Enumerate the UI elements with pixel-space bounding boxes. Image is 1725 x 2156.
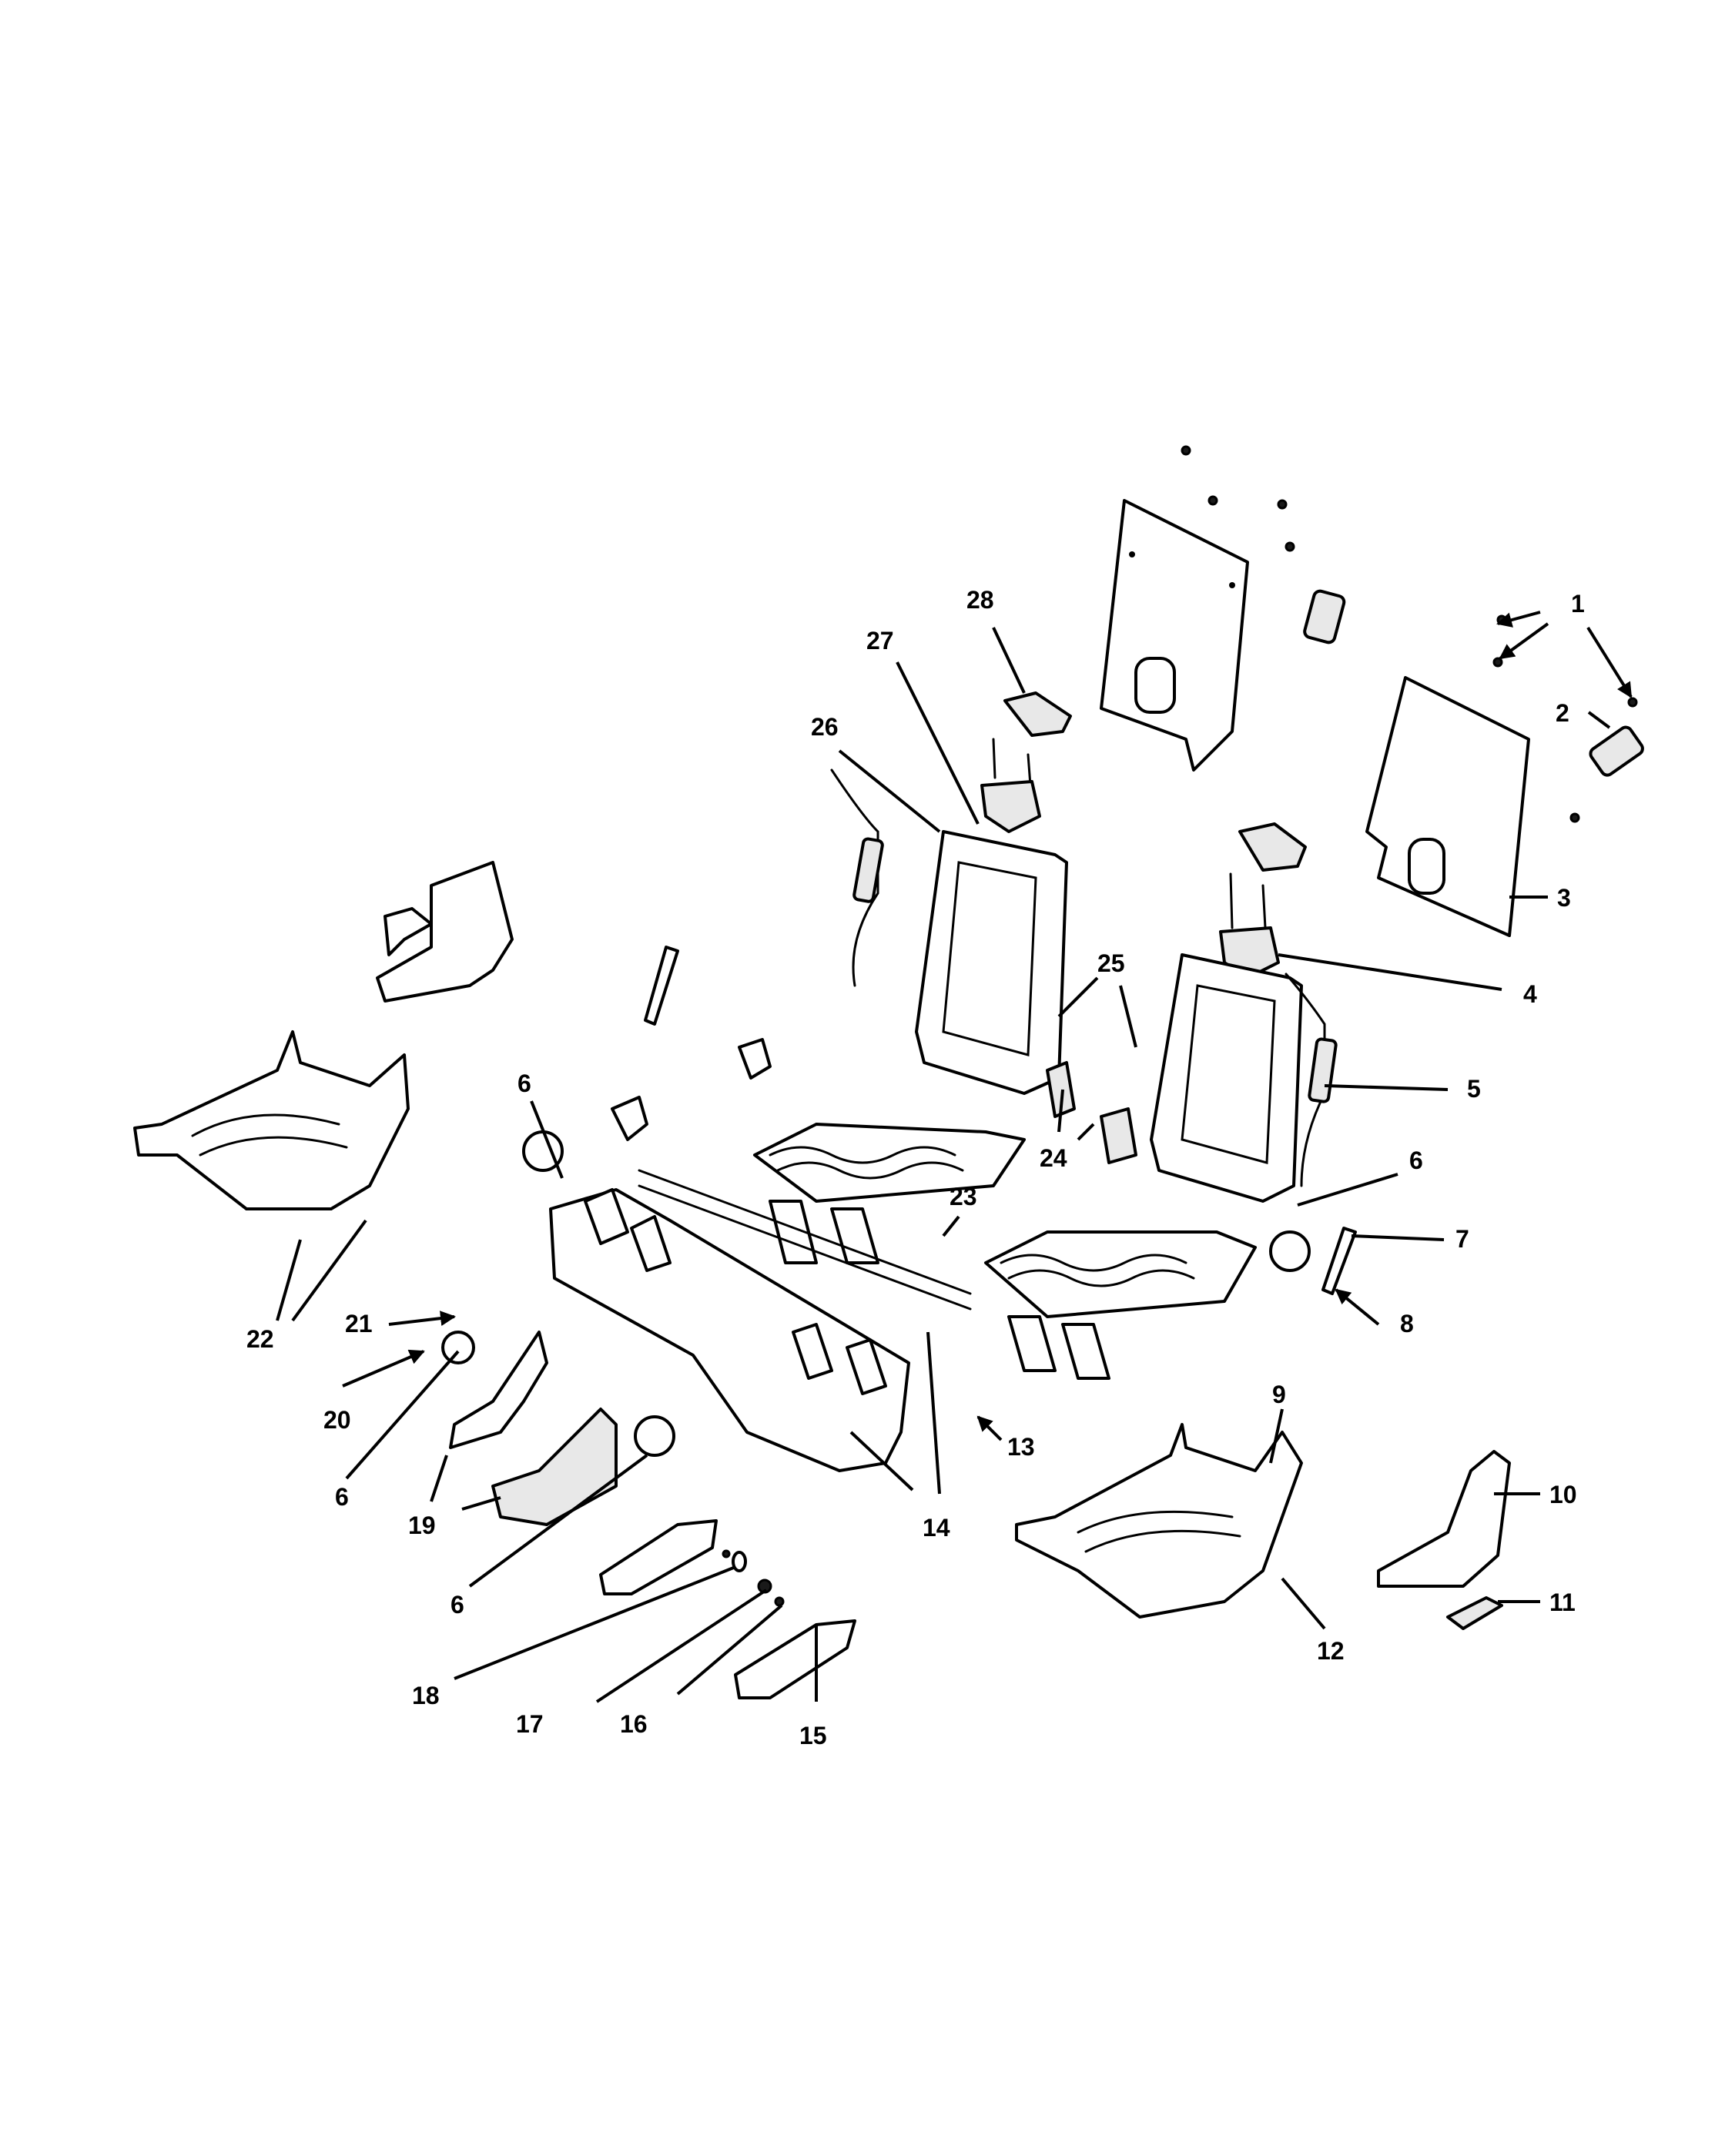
callout-26: 26 <box>811 713 839 741</box>
outboard-trim-shield-left <box>133 1030 410 1210</box>
seat-back-panel-lower <box>1365 676 1530 937</box>
armrest-upper <box>599 1519 718 1595</box>
lever-shroud-left <box>376 861 514 1003</box>
callout-20: 20 <box>323 1406 351 1434</box>
side-cover-left <box>449 1331 618 1526</box>
seat-back-panel-upper <box>1100 499 1249 772</box>
callout-3: 3 <box>1557 884 1571 912</box>
callout-14: 14 <box>923 1514 950 1542</box>
callout-28: 28 <box>966 586 994 614</box>
callout-11: 11 <box>1549 1589 1576 1616</box>
callout-6-lower-left: 6 <box>335 1483 349 1511</box>
latch-assembly-upper <box>980 738 1041 833</box>
armrest-lower <box>734 1619 856 1699</box>
outboard-trim-shield-right <box>1015 1423 1303 1619</box>
callout-24: 24 <box>1040 1144 1067 1172</box>
latch-cover-lower <box>1238 822 1307 872</box>
recliner-handle-right <box>1446 1596 1503 1630</box>
latch-assembly-lower <box>1219 872 1280 979</box>
callout-numbers: 1 2 3 4 5 6 6 6 6 7 8 9 10 11 12 13 14 1… <box>246 586 1585 1749</box>
callout-6-bottom: 6 <box>451 1591 464 1619</box>
pivot-covers <box>441 1130 1311 1457</box>
callout-19: 19 <box>408 1512 436 1539</box>
callout-7: 7 <box>1455 1225 1469 1253</box>
callout-6-right: 6 <box>1409 1147 1423 1174</box>
callout-10: 10 <box>1549 1481 1577 1508</box>
callout-5: 5 <box>1467 1075 1481 1103</box>
seat-frame-upper <box>753 830 1068 1264</box>
headrest-grommet-upper <box>1303 589 1346 644</box>
push-rod-upper <box>644 946 679 1026</box>
wiring-harness-lower <box>1285 973 1338 1187</box>
seat-frame-lower <box>984 953 1303 1380</box>
callout-23: 23 <box>950 1183 977 1210</box>
callout-2: 2 <box>1556 699 1569 727</box>
callout-6-top: 6 <box>518 1070 531 1097</box>
wiring-harness-upper <box>830 768 884 987</box>
callout-leaders <box>276 611 1633 1703</box>
callout-4: 4 <box>1523 980 1537 1008</box>
side-cover-right <box>1377 1450 1511 1588</box>
callout-12: 12 <box>1317 1637 1345 1665</box>
callout-27: 27 <box>866 627 894 654</box>
callout-1: 1 <box>1571 590 1585 618</box>
module-bracket <box>1046 1061 1137 1164</box>
latch-cover-upper <box>1003 691 1072 737</box>
washer-nut-small <box>722 1549 785 1607</box>
callout-9: 9 <box>1272 1381 1286 1408</box>
callout-16: 16 <box>620 1710 648 1738</box>
seat-riser-base <box>549 1169 972 1472</box>
headrest-grommet-lower <box>1589 725 1644 777</box>
callout-15: 15 <box>799 1722 827 1749</box>
seatbelt-buckle-small <box>611 1038 772 1141</box>
callout-13: 13 <box>1007 1433 1035 1461</box>
callout-21: 21 <box>345 1310 373 1337</box>
push-rod-lower <box>1321 1227 1357 1295</box>
callout-18: 18 <box>412 1682 440 1709</box>
callout-17: 17 <box>516 1710 544 1738</box>
callout-25: 25 <box>1097 949 1125 977</box>
callout-22: 22 <box>246 1325 274 1353</box>
callout-8: 8 <box>1400 1310 1414 1337</box>
